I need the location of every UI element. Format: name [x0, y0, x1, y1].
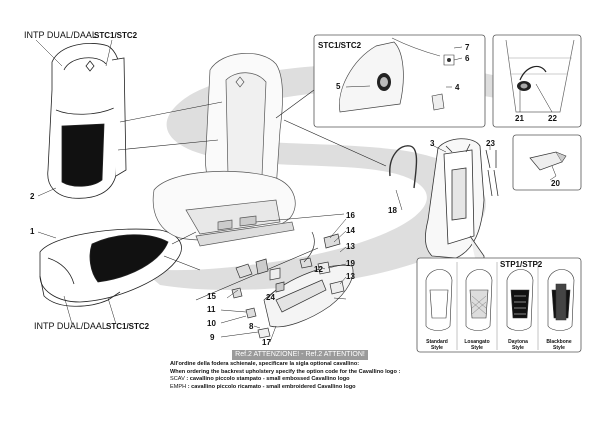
- label-stc-bottom: STC1/STC2: [106, 322, 150, 331]
- note-row-scav: SCAV : cavallino piccolo stampato - smal…: [170, 376, 435, 384]
- note-code: SCAV: [170, 376, 185, 383]
- style-losangato: [465, 269, 493, 331]
- side-panel-parts: [231, 231, 354, 339]
- callout-number: 13: [346, 242, 355, 251]
- callout-number: 19: [346, 259, 355, 268]
- callout-number: 23: [486, 139, 495, 148]
- callout-number: 7: [465, 43, 470, 52]
- callout-number: 2: [30, 192, 35, 201]
- label-stc-top: STC1/STC2: [94, 31, 138, 40]
- callout-number: 24: [266, 293, 275, 302]
- callout-number: 16: [346, 211, 355, 220]
- callout-number: 4: [455, 83, 460, 92]
- style-caption: Style: [431, 345, 443, 351]
- callout-lines: [35, 39, 557, 343]
- leader-lines: [117, 89, 387, 301]
- style-caption: Standard: [426, 339, 448, 345]
- backrest-upholstery: [47, 43, 127, 199]
- callout-number: 22: [548, 114, 557, 123]
- stp-styles-box: Standard Style Losangato Style Daytona S…: [416, 257, 582, 353]
- seat-assembly: [152, 53, 296, 247]
- callout-number: 21: [515, 114, 524, 123]
- callout-number: 9: [210, 333, 215, 342]
- note-line-it: All'ordine della fodera schienale, speci…: [170, 361, 360, 367]
- backrest-frame: [424, 138, 485, 263]
- label-stc-box: STC1/STC2: [318, 41, 362, 50]
- style-daytona: [506, 269, 534, 331]
- callout-number: 3: [430, 139, 435, 148]
- item-20-box: [512, 134, 582, 191]
- headrest-wire: [389, 145, 418, 189]
- pins-23: [485, 149, 499, 197]
- backrest-frame-detail: [492, 34, 582, 128]
- label-intp-bottom: INTP DUAL/DAAL: [34, 321, 107, 331]
- style-standard: [425, 269, 453, 331]
- callout-number: 5: [336, 82, 341, 91]
- style-blackbone: [547, 269, 575, 331]
- callout-number: 14: [346, 226, 355, 235]
- label-intp-top: INTP DUAL/DAAL: [24, 30, 97, 40]
- style-caption: Style: [553, 345, 565, 351]
- callout-number: 8: [249, 322, 254, 331]
- note-code: EMPH: [170, 383, 187, 390]
- note-row-emph: EMPH : cavallino piccolo ricamato - smal…: [170, 384, 435, 392]
- callout-number: 10: [207, 319, 216, 328]
- callout-number: 15: [207, 292, 216, 301]
- callout-number: 13: [346, 272, 355, 281]
- callout-number: 1: [30, 227, 35, 236]
- note-line-en: When ordering the backrest upholstery sp…: [170, 368, 401, 375]
- style-caption: Style: [471, 345, 483, 351]
- stc-detail-box: [313, 34, 486, 128]
- callout-number: 11: [207, 305, 216, 314]
- style-caption: Losangato: [464, 339, 489, 345]
- callout-number: 17: [262, 338, 271, 347]
- callout-number: 6: [465, 54, 470, 63]
- style-caption: Style: [512, 345, 524, 351]
- callout-number: 12: [314, 265, 323, 274]
- note-header: Ref.2 ATTENZIONE! - Ref.2 ATTENTION!: [232, 350, 368, 360]
- note-text: : cavallino piccolo stampato - small emb…: [186, 376, 350, 383]
- note-text: : cavallino piccolo ricamato - small emb…: [187, 383, 356, 390]
- label-stp-box: STP1/STP2: [500, 260, 543, 269]
- style-caption: Daytona: [508, 339, 528, 345]
- callout-number: 20: [551, 179, 560, 188]
- cushion-upholstery: [39, 228, 182, 307]
- note-body: All'ordine della fodera schienale, speci…: [170, 361, 435, 391]
- callout-number: 18: [388, 206, 397, 215]
- style-caption: Blackbone: [546, 339, 572, 345]
- watermark-logo: [140, 63, 505, 290]
